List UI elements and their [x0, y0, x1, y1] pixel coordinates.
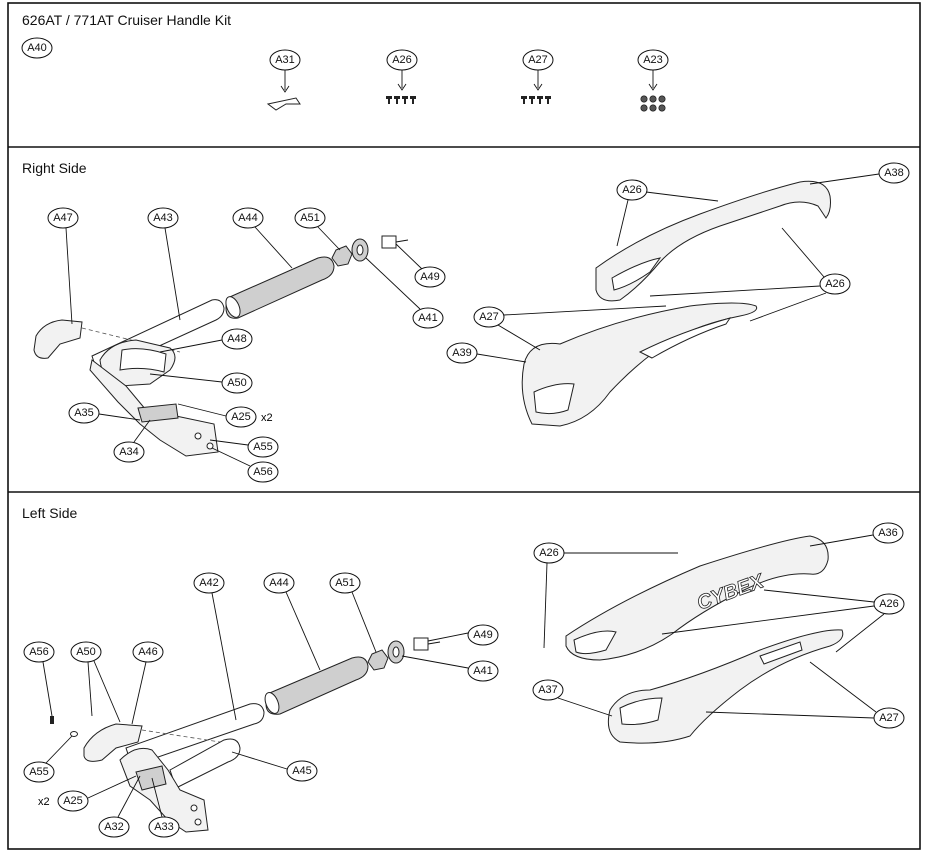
mount-bracket	[89, 359, 219, 457]
callout-label: A33	[154, 821, 174, 833]
callout-label: A27	[479, 311, 499, 323]
kit-part-label: A23	[643, 54, 663, 66]
kit-part-label: A31	[275, 54, 295, 66]
kit-part-label: A27	[528, 54, 548, 66]
nuts-icon	[640, 95, 666, 112]
end-cap-a47	[33, 319, 83, 359]
callout-label: A45	[292, 765, 312, 777]
lower-shroud-a39	[521, 302, 758, 427]
left-shroud-assembly: CYBEX	[565, 535, 844, 744]
callout-label: A44	[269, 577, 289, 589]
callout-label: A26	[879, 598, 899, 610]
callout-label: A55	[29, 766, 49, 778]
callout-label: A44	[238, 212, 258, 224]
callout-label: A43	[153, 212, 173, 224]
left-handle-assembly	[50, 637, 441, 833]
kit-part-a23: A23	[637, 49, 669, 112]
callout-label: A32	[104, 821, 124, 833]
callout-label: A34	[119, 446, 139, 458]
end-cap-a46	[83, 723, 143, 762]
callout-label: A25	[63, 795, 83, 807]
callout-label: A46	[138, 646, 158, 658]
upper-shroud-a36	[565, 535, 829, 661]
bolt-a49	[381, 235, 397, 249]
left-callouts: A42 A44 A51 A49 A41 A56 A50 A46	[23, 522, 905, 838]
nut-a51	[367, 649, 389, 671]
tube-a45	[169, 738, 241, 789]
right-handle-assembly	[33, 235, 409, 457]
callout-label: A26	[825, 278, 845, 290]
kit-part-label: A26	[392, 54, 412, 66]
upper-shroud-a38	[595, 180, 831, 302]
callout-label: A26	[539, 547, 559, 559]
callout-label: A47	[53, 212, 73, 224]
callout-label: A55	[253, 441, 273, 453]
grip-a44	[265, 656, 369, 715]
callout-label: A38	[884, 167, 904, 179]
screws-icon	[386, 96, 416, 104]
callout-label: A49	[420, 271, 440, 283]
callout-label: A48	[227, 333, 247, 345]
callout-label: A50	[227, 377, 247, 389]
kit-part-a31: A31	[266, 49, 301, 111]
callout-label: A49	[473, 629, 493, 641]
right-side-title: Right Side	[22, 160, 87, 176]
right-callouts: A47 A43 A44 A51 A49 A41 A48 A50	[47, 162, 910, 483]
qty-label: x2	[261, 412, 273, 424]
callout-label: A50	[76, 646, 96, 658]
callout-label: A27	[879, 712, 899, 724]
callout-label: A56	[29, 646, 49, 658]
callout-label: A35	[74, 407, 94, 419]
nut-a51	[331, 245, 353, 267]
key-tool-icon	[266, 97, 301, 111]
callout-label: A42	[199, 577, 219, 589]
diagram-frame	[7, 2, 921, 850]
kit-part-a27: A27	[521, 49, 554, 104]
screws-icon	[521, 96, 551, 104]
callout-label: A26	[622, 184, 642, 196]
callout-label: A51	[300, 212, 320, 224]
kit-label-bubble: A40	[21, 37, 53, 59]
grip-a44	[225, 256, 335, 319]
qty-label: x2	[38, 796, 50, 808]
callout-label: A41	[473, 665, 493, 677]
callout-label: A56	[253, 466, 273, 478]
left-side-section: Left Side	[22, 505, 905, 838]
callout-label: A51	[335, 577, 355, 589]
kit-section: 626AT / 771AT Cruiser Handle Kit A40 A31…	[21, 12, 669, 112]
callout-label: A39	[452, 347, 472, 359]
kit-label: A40	[27, 42, 47, 54]
bolt-a49	[413, 637, 429, 651]
left-side-title: Left Side	[22, 505, 77, 521]
right-shroud-assembly	[521, 180, 831, 427]
right-side-section: Right Side	[22, 160, 910, 483]
callout-label: A25	[231, 411, 251, 423]
lower-shroud-a37	[607, 629, 844, 744]
callout-label: A37	[538, 684, 558, 696]
callout-label: A36	[878, 527, 898, 539]
tube-a42	[125, 703, 265, 767]
kit-part-a26: A26	[386, 49, 418, 104]
callout-label: A41	[418, 312, 438, 324]
kit-title: 626AT / 771AT Cruiser Handle Kit	[22, 12, 231, 28]
